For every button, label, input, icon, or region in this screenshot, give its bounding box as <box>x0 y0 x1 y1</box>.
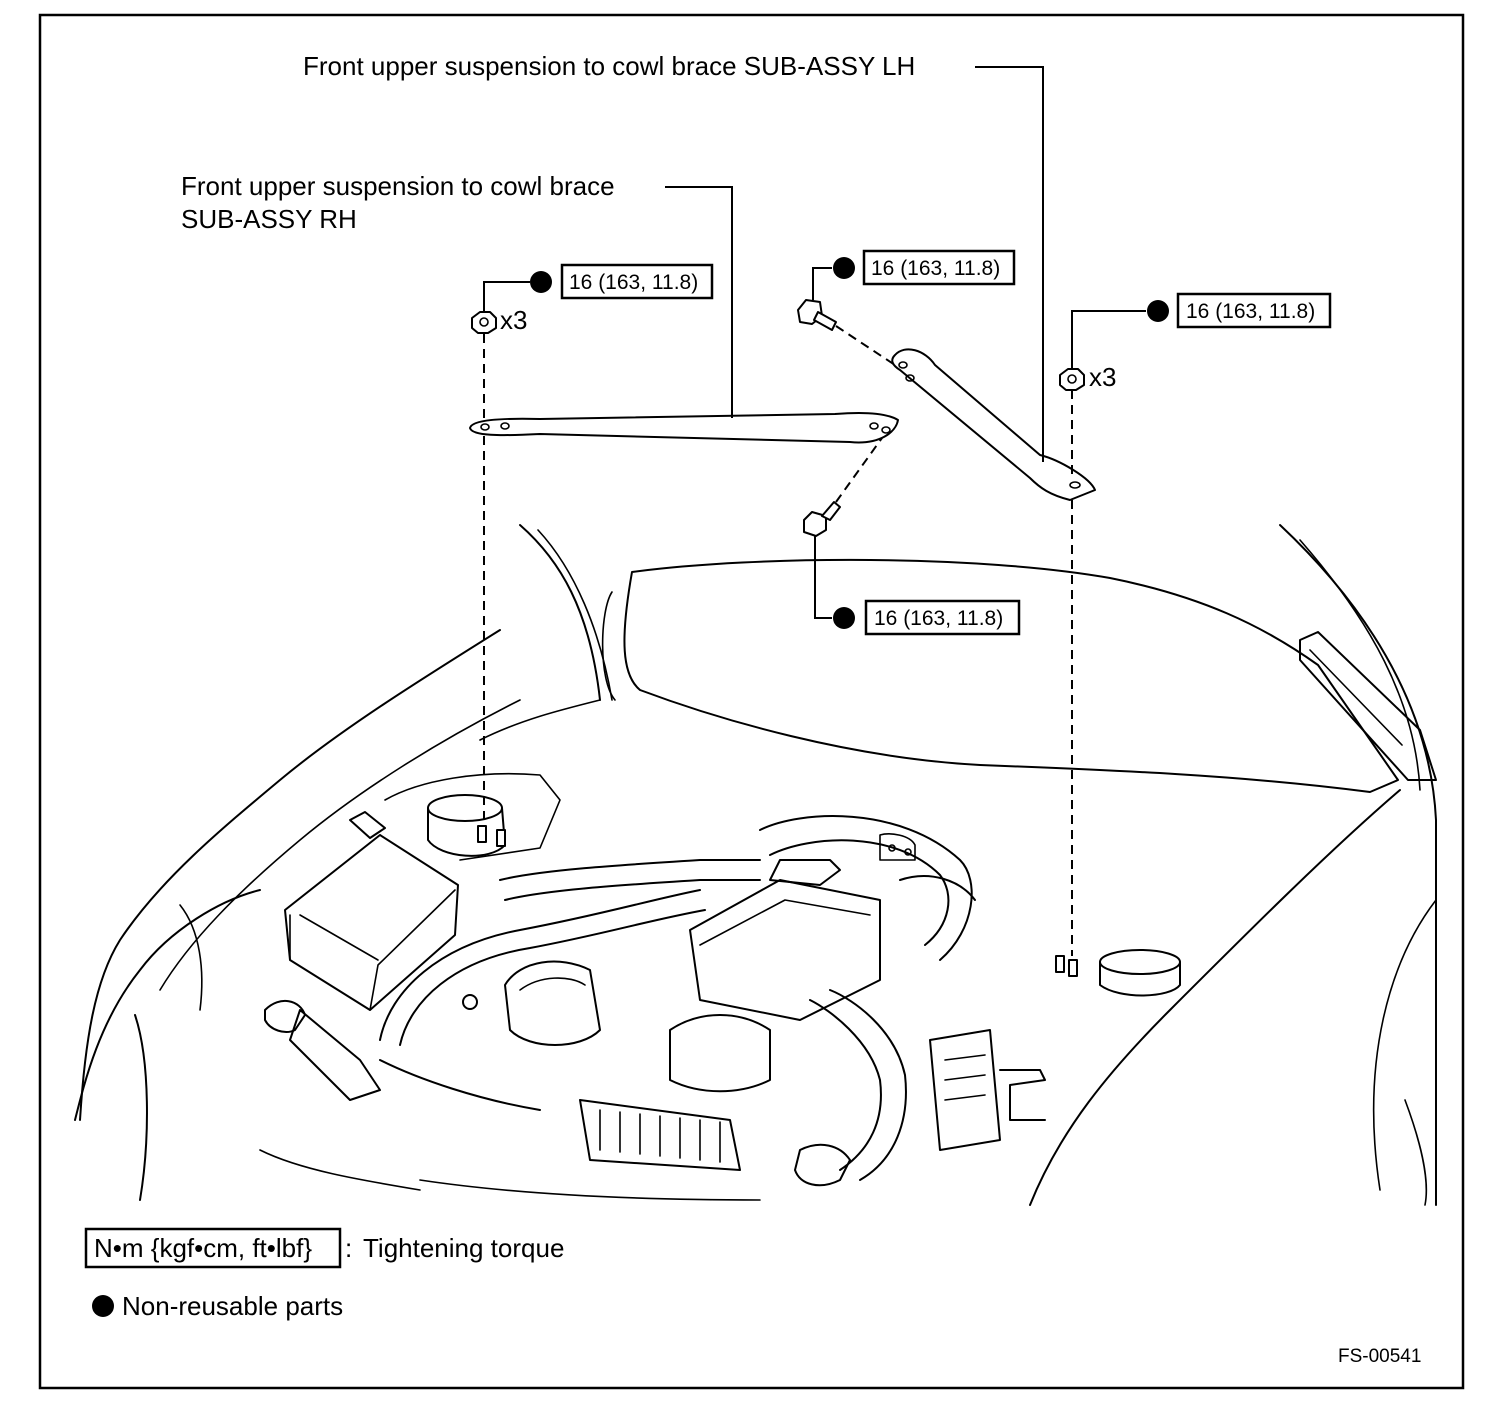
rh-brace-label-line1: Front upper suspension to cowl brace <box>181 171 615 201</box>
assembly-lines <box>483 325 1073 956</box>
torque-callout-rh-bolt: 16 (163, 11.8) <box>833 599 1021 636</box>
legend-separator: : <box>345 1233 352 1263</box>
rh-nuts-quantity: x3 <box>500 305 527 335</box>
lh-brace-part <box>891 348 1096 501</box>
rh-nut-part <box>471 311 497 334</box>
rh-bolt-part <box>803 501 841 537</box>
legend-torque-unit: N•m {kgf•cm, ft•lbf} <box>94 1233 312 1263</box>
rh-brace-label-line2: SUB-ASSY RH <box>181 204 357 234</box>
legend-torque-desc: Tightening torque <box>363 1233 564 1263</box>
torque-value: 16 (163, 11.8) <box>1186 300 1315 323</box>
legend: N•m {kgf•cm, ft•lbf} : Tightening torque… <box>84 1227 564 1321</box>
non-reusable-icon <box>530 271 552 293</box>
non-reusable-legend-icon <box>92 1295 114 1317</box>
torque-callout-lh-bolt: 16 (163, 11.8) <box>833 249 1016 286</box>
torque-callout-rh-nuts: 16 (163, 11.8) <box>530 263 714 300</box>
non-reusable-icon <box>1147 300 1169 322</box>
torque-value: 16 (163, 11.8) <box>871 257 1000 280</box>
non-reusable-icon <box>833 257 855 279</box>
figure-id: FS-00541 <box>1338 1346 1421 1367</box>
torque-value: 16 (163, 11.8) <box>874 607 1003 630</box>
diagram-frame <box>38 13 1465 1390</box>
lh-nuts-quantity: x3 <box>1089 362 1116 392</box>
non-reusable-icon <box>833 607 855 629</box>
engine-bay-illustration <box>74 524 1437 1206</box>
legend-torque-box <box>84 1227 342 1269</box>
leader-lines <box>483 66 1146 619</box>
legend-nonreusable-desc: Non-reusable parts <box>122 1291 343 1321</box>
rh-brace-part <box>469 411 899 444</box>
torque-callout-lh-nuts: 16 (163, 11.8) <box>1147 292 1332 329</box>
torque-value: 16 (163, 11.8) <box>569 271 698 294</box>
lh-nut-part <box>1059 368 1085 391</box>
lh-bolt-part <box>797 299 837 331</box>
lh-brace-label: Front upper suspension to cowl brace SUB… <box>303 51 915 81</box>
